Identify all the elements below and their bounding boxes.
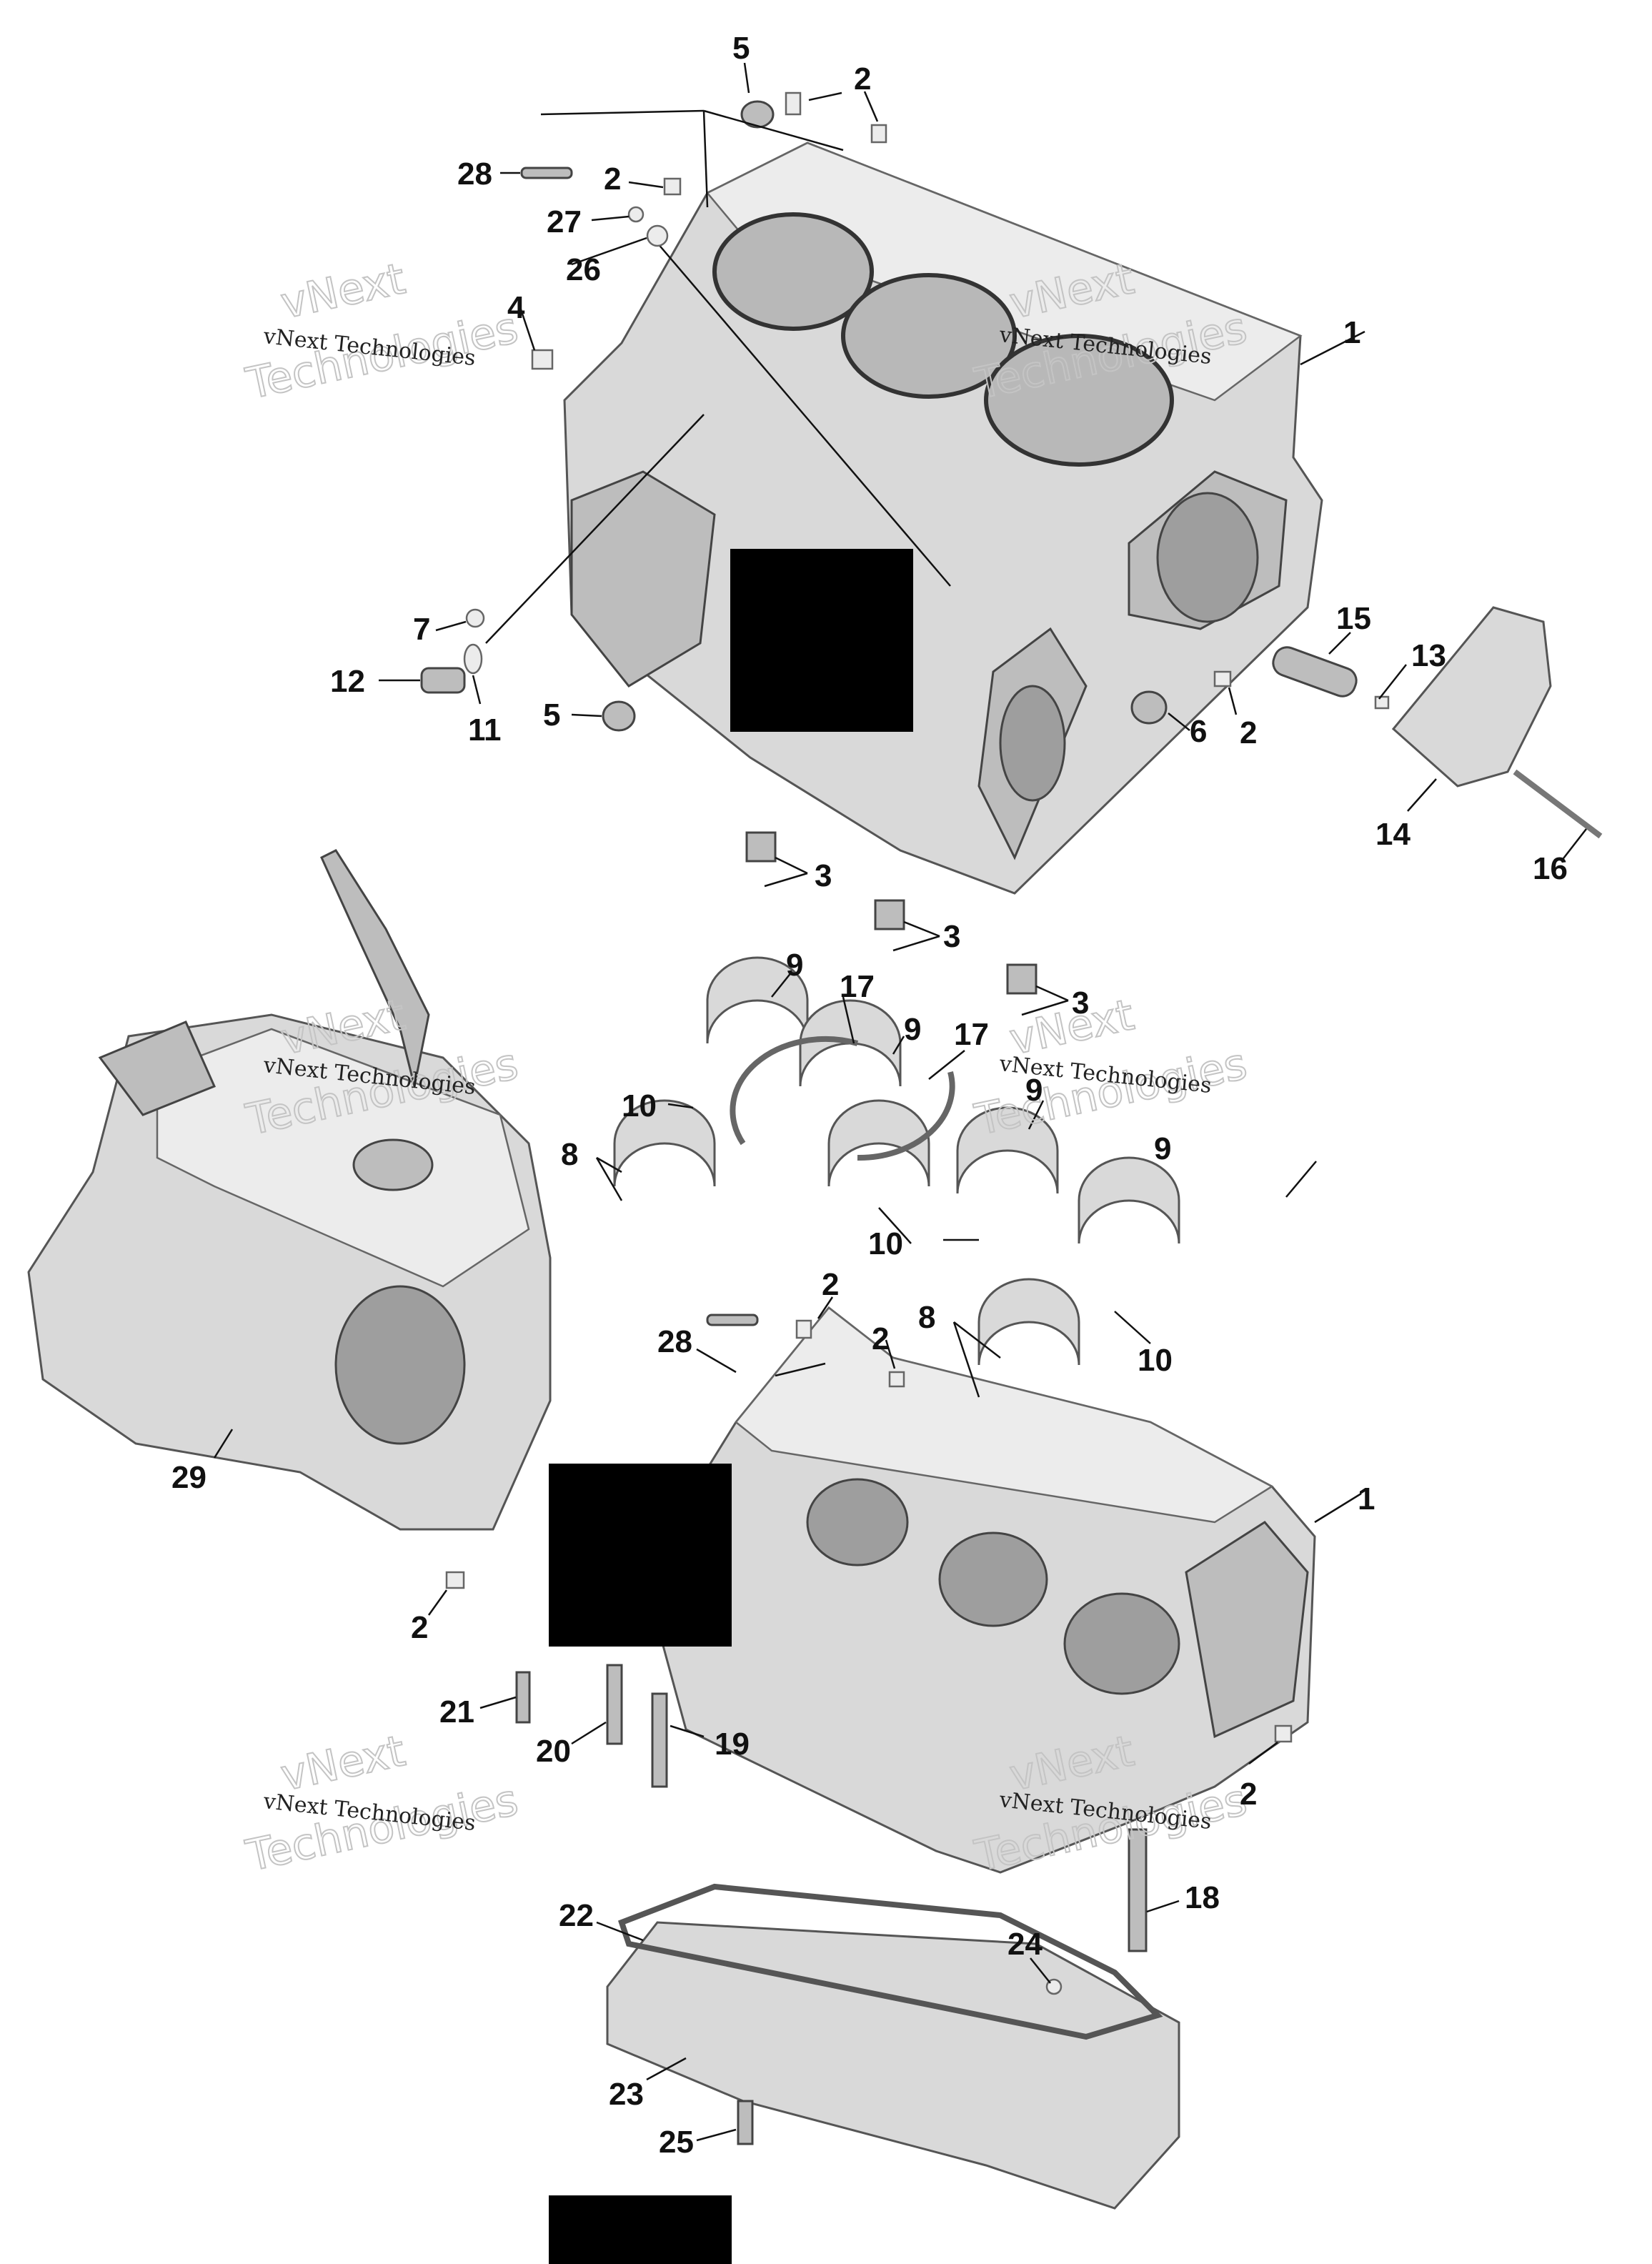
callout-29: 29 — [171, 1460, 206, 1495]
callout-28: 28 — [457, 157, 492, 192]
callout-2: 2 — [604, 162, 621, 197]
callout-10: 10 — [622, 1088, 657, 1123]
callout-8: 8 — [918, 1300, 935, 1335]
callout-3: 3 — [943, 919, 960, 954]
callout-5: 5 — [543, 697, 560, 733]
callout-7: 7 — [413, 612, 430, 647]
callout-9: 9 — [786, 948, 803, 983]
callout-9: 9 — [1025, 1073, 1043, 1108]
callout-23: 23 — [609, 2077, 644, 2112]
callout-12: 12 — [330, 664, 365, 699]
svg-text:vNext: vNext — [277, 1726, 409, 1801]
callout-11: 11 — [468, 713, 502, 748]
callout-17: 17 — [954, 1017, 989, 1052]
callout-22: 22 — [559, 1898, 594, 1933]
callout-19: 19 — [715, 1727, 750, 1762]
callout-4: 4 — [507, 290, 525, 325]
callout-5: 5 — [732, 31, 750, 66]
callout-1: 1 — [1343, 315, 1360, 350]
callout-labels: 5 2 28 2 27 26 4 1 7 12 11 5 6 2 15 13 1… — [171, 31, 1568, 2160]
engine-assembly — [27, 849, 552, 1531]
callout-24: 24 — [1007, 1927, 1043, 1962]
callout-2: 2 — [872, 1321, 889, 1356]
callout-13: 13 — [1411, 638, 1446, 673]
redaction-box — [549, 2195, 732, 2264]
callout-26: 26 — [566, 252, 601, 287]
callout-9: 9 — [1154, 1131, 1171, 1166]
callout-10: 10 — [868, 1226, 903, 1261]
callout-20: 20 — [536, 1734, 571, 1769]
redaction-box — [730, 549, 913, 732]
callout-15: 15 — [1336, 601, 1371, 636]
callout-2: 2 — [854, 61, 871, 96]
callout-1: 1 — [1358, 1481, 1375, 1516]
callout-18: 18 — [1185, 1880, 1220, 1915]
callout-21: 21 — [439, 1694, 474, 1729]
small-hardware — [420, 91, 1390, 2145]
callout-16: 16 — [1533, 851, 1568, 886]
callout-8: 8 — [561, 1137, 578, 1172]
callout-25: 25 — [659, 2125, 694, 2160]
watermark-1: vNext Technologies — [241, 253, 523, 409]
oil-pan — [606, 1883, 1180, 2210]
callout-2: 2 — [411, 1610, 428, 1645]
callout-3: 3 — [815, 858, 832, 893]
callout-17: 17 — [840, 969, 875, 1004]
callout-2: 2 — [822, 1267, 839, 1302]
callout-28: 28 — [657, 1324, 692, 1359]
callout-3: 3 — [1072, 985, 1089, 1021]
callout-14: 14 — [1375, 817, 1410, 852]
bracket-14 — [1272, 606, 1603, 839]
callout-27: 27 — [547, 204, 582, 239]
lower-crankcase — [642, 1306, 1316, 1874]
svg-text:vNext: vNext — [277, 254, 409, 329]
upper-crankcase — [485, 142, 1323, 895]
callout-6: 6 — [1190, 714, 1207, 749]
leader-lines — [213, 62, 1587, 2142]
callout-2: 2 — [1240, 1777, 1257, 1812]
callout-10: 10 — [1138, 1343, 1173, 1378]
redaction-box — [549, 1464, 732, 1647]
callout-2: 2 — [1240, 715, 1257, 750]
callout-9: 9 — [904, 1012, 921, 1047]
